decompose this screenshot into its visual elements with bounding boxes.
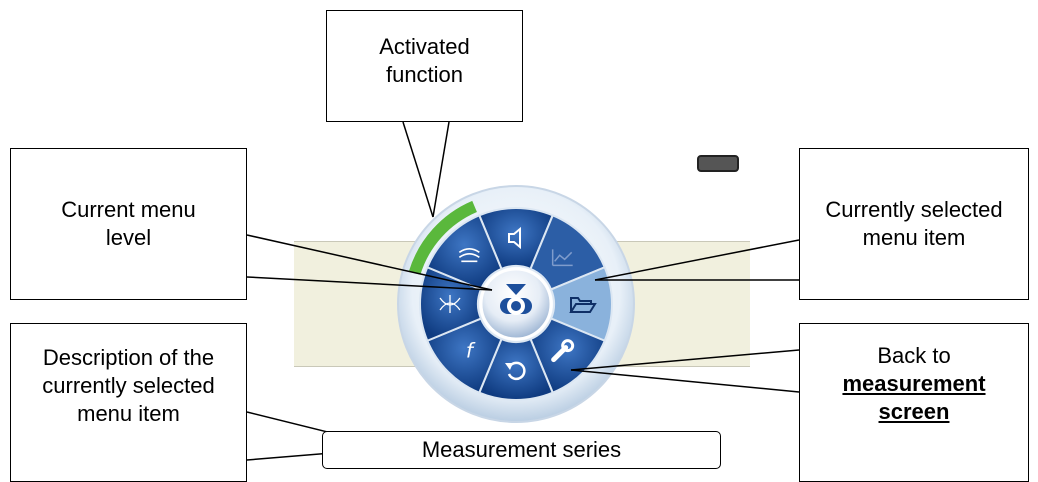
active-function-indicator	[408, 200, 478, 275]
leader-activated-2	[432, 121, 450, 218]
battery-icon	[697, 155, 739, 172]
callout-description: Description of the currently selected me…	[10, 323, 247, 482]
screen-label: screen	[878, 399, 950, 424]
callout-activated-function: Activated function	[326, 10, 523, 122]
back-label: Back to	[877, 343, 951, 368]
callout-back-to-measurement: Back to measurement screen	[799, 323, 1029, 482]
camera-icon	[500, 284, 532, 315]
pattern-icon	[439, 295, 461, 313]
wrench-icon	[551, 339, 575, 363]
menu-segments[interactable]: f	[419, 207, 613, 401]
svg-text:f: f	[466, 339, 476, 363]
leader-lines	[246, 121, 800, 461]
measurement-label: measurement	[842, 371, 986, 396]
callout-currently-selected-item: Currently selected menu item	[799, 148, 1029, 300]
description-text: Measurement series	[421, 437, 622, 462]
probe-icon	[458, 248, 480, 263]
folder-icon	[569, 297, 597, 313]
menu-segment-probe[interactable]	[426, 214, 503, 291]
function-icon: f	[466, 339, 476, 363]
back-arrow-icon	[505, 361, 526, 381]
leader-activated	[402, 121, 434, 218]
description-field: Measurement series	[322, 431, 721, 469]
speaker-icon	[508, 226, 521, 250]
callout-current-menu-level: Current menu level	[10, 148, 247, 300]
graph-icon	[551, 249, 573, 267]
